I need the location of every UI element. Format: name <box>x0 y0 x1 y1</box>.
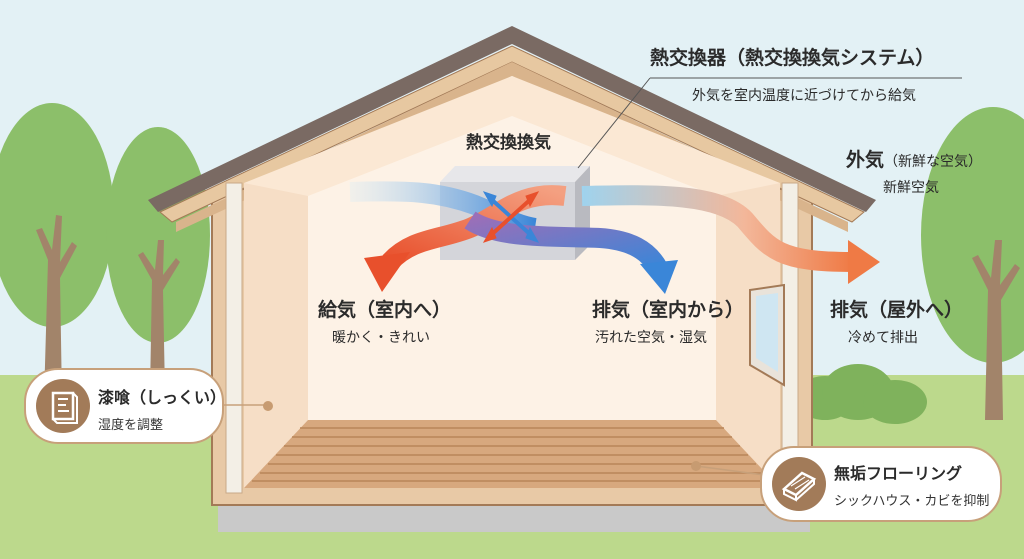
exchanger-leader-line <box>577 77 651 169</box>
wood-plank-icon <box>772 457 826 511</box>
flooring-leader-dot <box>691 461 701 471</box>
flooring-sub: シックハウス・カビを抑制 <box>834 494 990 509</box>
side-window <box>749 283 785 387</box>
heat-exchanger-desc: 外気を室内温度に近づけてから給気 <box>692 88 916 104</box>
outside-air-paren: （新鮮な空気） <box>884 154 983 170</box>
outside-air-title: 外気 <box>846 149 885 171</box>
plaster-wall-icon <box>36 379 90 433</box>
exhaust-out-title: 排気（屋外へ） <box>830 299 964 321</box>
flooring-leader-line <box>695 465 773 477</box>
tree-right-1 <box>921 107 1024 420</box>
supply-air-sub: 暖かく・きれい <box>332 330 430 346</box>
airflow-exhaust-in <box>464 211 678 294</box>
plaster-leader-dot <box>263 401 273 411</box>
supply-air-title: 給気（室内へ） <box>318 299 452 321</box>
floor-boards <box>244 420 780 488</box>
outside-air-sub: 新鮮空気 <box>883 180 939 196</box>
exhaust-in-title: 排気（室内から） <box>592 299 745 321</box>
tree-left-2 <box>106 127 210 392</box>
plaster-callout: 漆喰（しっくい） 湿度を調整 <box>24 368 227 444</box>
outside-air-label: 外気（新鮮な空気） <box>846 149 983 172</box>
tree-left-1 <box>0 103 114 400</box>
flooring-callout: 無垢フローリング シックハウス・カビを抑制 <box>760 446 1002 522</box>
exhaust-out-sub: 冷めて排出 <box>848 330 918 346</box>
flooring-title: 無垢フローリング <box>834 464 963 483</box>
unit-label: 熱交換換気 <box>466 133 551 153</box>
exchange-cross-arrows <box>482 191 540 243</box>
house-roof <box>148 26 876 232</box>
exhaust-in-sub: 汚れた空気・湿気 <box>595 330 707 346</box>
plaster-sub: 湿度を調整 <box>98 418 164 433</box>
heat-exchanger-label: 熱交換器（熱交換換気システム） <box>650 47 935 69</box>
airflow-exhaust-out <box>581 185 880 284</box>
plaster-title: 漆喰（しっくい） <box>98 388 227 407</box>
